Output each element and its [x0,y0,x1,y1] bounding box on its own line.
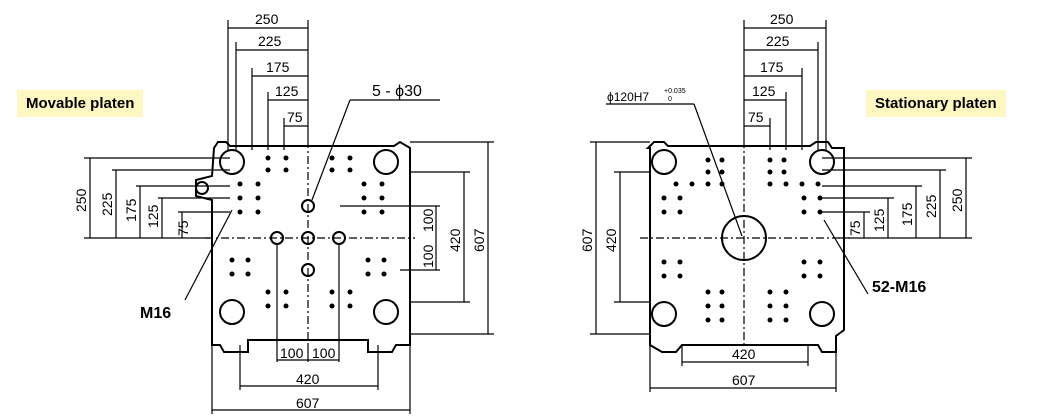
side-dim-125: 125 [145,204,161,228]
thread-callout: 52-M16 [872,279,926,296]
top-dimensions [227,20,309,150]
bottom-dim-100b: 100 [312,345,336,361]
center-bore [721,215,767,261]
holes-callout: 5 - ϕ30 [372,83,422,100]
tie-bar-hole-tr [373,149,399,175]
stationary-platen: 250 225 175 125 75 ϕ120H7 +0.035 0 607 4… [579,11,972,392]
side-dim-125: 125 [871,208,887,232]
tie-bar-hole-tr [809,149,835,175]
side-lug-hole [195,181,209,195]
movable-platen-label: Movable platen [17,90,144,117]
top-dim-175: 175 [266,59,290,75]
tie-bar-hole-br [809,301,835,327]
tie-bar-hole-tl [219,149,245,175]
top-dim-75: 75 [748,109,764,125]
bottom-dim-420: 420 [296,371,320,387]
top-dim-250: 250 [770,11,794,27]
side-dim-75: 75 [175,220,191,236]
side-dim-250: 250 [73,188,89,212]
ejector-hole [301,263,315,277]
tie-bar-hole-bl [651,301,677,327]
side-dim-250: 250 [949,188,965,212]
top-dim-225: 225 [258,33,282,49]
side-dim-225: 225 [99,192,115,216]
ejector-hole [301,231,315,245]
tie-bar-hole-br [373,299,399,325]
top-dimensions [743,20,827,150]
bore-tol-lower: 0 [668,96,672,103]
top-dim-250: 250 [255,11,279,27]
movable-platen: 250 225 175 125 75 250 225 175 125 75 [73,11,494,414]
left-dim-607: 607 [579,228,595,252]
right-dim-607: 607 [471,228,487,252]
side-dim-225: 225 [923,194,939,218]
right-dim-100a: 100 [420,244,436,268]
bottom-dim-100a: 100 [280,345,304,361]
left-dimensions [590,141,650,335]
right-dimensions [340,141,494,335]
m16-hole-pattern [661,157,823,323]
stationary-platen-outline [645,141,845,353]
top-dim-175: 175 [760,59,784,75]
tie-bar-hole-tl [651,149,677,175]
bore-tol-upper: +0.035 [664,88,686,95]
right-dim-100b: 100 [420,208,436,232]
side-dimensions [822,157,972,239]
side-dimensions [84,157,230,239]
side-dim-175: 175 [123,198,139,222]
tie-bar-hole-bl [219,299,245,325]
ejector-hole [301,199,315,213]
bottom-dim-420: 420 [732,346,756,362]
top-dim-225: 225 [766,33,790,49]
thread-callout: M16 [140,305,171,322]
bottom-dim-607: 607 [296,395,320,411]
side-dim-75: 75 [847,220,863,236]
bottom-dimensions [211,244,411,414]
bore-callout: ϕ120H7 [607,90,649,104]
m16-hole-pattern [229,155,387,309]
bottom-dim-607: 607 [732,372,756,388]
side-dim-175: 175 [899,202,915,226]
top-dim-75: 75 [287,109,303,125]
right-dim-420: 420 [447,228,463,252]
bottom-dimensions [649,345,837,392]
stationary-platen-label: Stationary platen [866,90,1006,117]
left-dim-420: 420 [603,228,619,252]
top-dim-125: 125 [275,83,299,99]
top-dim-125: 125 [752,83,776,99]
